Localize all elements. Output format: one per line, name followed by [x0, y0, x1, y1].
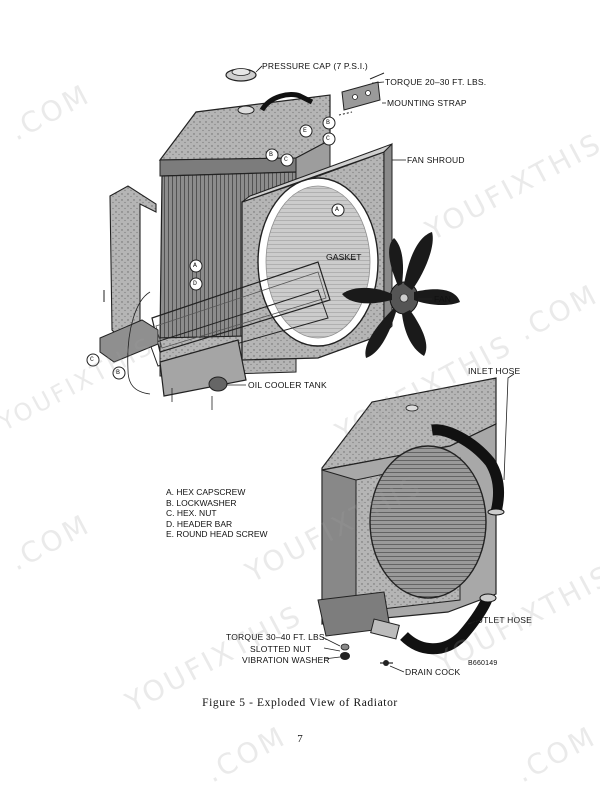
oil-cooler-tank-drawing: [159, 339, 247, 410]
marker-b: B: [269, 151, 273, 158]
marker-c: C: [284, 156, 288, 163]
callout-drain-cock: DRAIN COCK: [405, 667, 461, 677]
marker-a: A: [335, 206, 339, 213]
marker-d: D: [193, 280, 197, 287]
callout-mounting-strap: MOUNTING STRAP: [387, 98, 467, 108]
inlet-hose-drawing: [431, 424, 504, 514]
figure-caption: Figure 5 - Exploded View of Radiator: [202, 697, 398, 709]
legend-item: D. HEADER BAR: [166, 518, 233, 529]
legend-item: E. ROUND HEAD SCREW: [166, 529, 268, 539]
assembled-radiator-drawing: [317, 377, 497, 637]
legend-item: B. LOCKWASHER: [166, 497, 237, 508]
callout-fan: FAN: [434, 294, 452, 304]
fan-drawing: [342, 232, 460, 358]
callout-slotted-nut: SLOTTED NUT: [250, 644, 312, 654]
callout-outlet-hose: OUTLET HOSE: [470, 615, 533, 625]
parts-legend: A. HEX CAPSCREW B. LOCKWASHER C. HEX. NU…: [166, 487, 268, 540]
pressure-cap-drawing: [225, 65, 263, 82]
outlet-hose-drawing: [400, 594, 494, 655]
legend-item: C. HEX. NUT: [166, 508, 217, 518]
mounting-strap-drawing: [341, 81, 381, 111]
callout-torque-top: TORQUE 20–30 FT. LBS.: [385, 77, 487, 87]
callout-torque-bottom: TORQUE 30–40 FT. LBS.: [226, 632, 328, 642]
marker-c: C: [326, 135, 330, 142]
part-number: B660149: [468, 660, 498, 667]
callout-gasket: GASKET: [326, 252, 362, 262]
marker-a: A: [193, 262, 197, 269]
marker-b: B: [326, 119, 330, 126]
callout-vibration-washer: VIBRATION WASHER: [242, 655, 330, 665]
legend-item: A. HEX CAPSCREW: [166, 487, 246, 497]
callout-inlet-hose: INLET HOSE: [468, 366, 521, 376]
callout-fan-shroud: FAN SHROUD: [407, 155, 465, 165]
radiator-top-tank: [158, 94, 331, 177]
marker-c: C: [90, 356, 94, 363]
page-number: 7: [297, 733, 303, 745]
marker-b: B: [116, 369, 120, 376]
marker-e: E: [303, 127, 307, 134]
callout-oil-cooler-tank: OIL COOLER TANK: [248, 380, 327, 390]
callout-pressure-cap: PRESSURE CAP (7 P.S.I.): [262, 61, 368, 71]
